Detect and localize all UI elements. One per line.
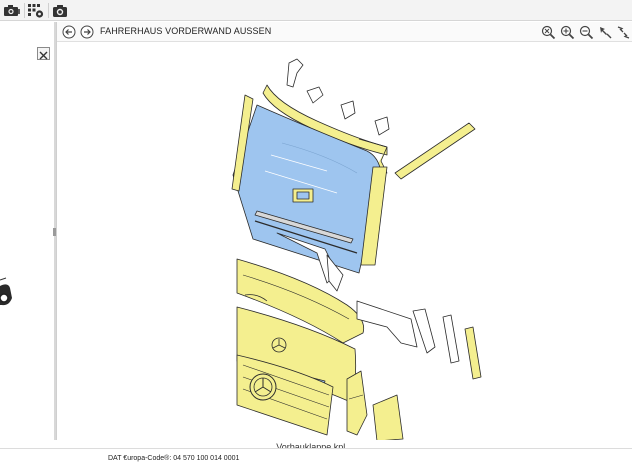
- zoom-out-button[interactable]: [579, 25, 594, 40]
- close-icon: [39, 51, 48, 60]
- part-lamp-panel-left: [346, 370, 368, 436]
- zoom-out-icon: [579, 25, 594, 40]
- part-right-pillar-trim: [360, 166, 388, 266]
- part-wiper-blade: [254, 210, 354, 244]
- part-left-pillar-trim: [231, 94, 254, 192]
- part-side-strip: [464, 326, 482, 380]
- zoom-select-icon: [600, 27, 612, 39]
- zoom-drag-button[interactable]: [616, 25, 631, 40]
- main-toolbar: [0, 0, 632, 21]
- part-right-roof-strip: [394, 122, 476, 180]
- zoom-select-button[interactable]: [598, 25, 613, 40]
- viewer-header: FAHRERHAUS VORDERWAND AUSSEN: [57, 22, 632, 42]
- camera-film-icon: [4, 4, 20, 16]
- back-button[interactable]: [62, 25, 76, 39]
- page-title: FAHRERHAUS VORDERWAND AUSSEN: [100, 26, 272, 36]
- europa-code-text: DAT €uropa-Code®: 04 570 100 014 0001: [108, 455, 240, 462]
- arrow-right-circle-icon: [80, 25, 94, 39]
- left-panel: [0, 22, 54, 440]
- part-cowl-panel: [236, 258, 365, 344]
- parts-diagram: [231, 58, 482, 440]
- toolbar-separator: [48, 3, 49, 18]
- zoom-fit-button[interactable]: [541, 25, 556, 40]
- close-panel-button[interactable]: [37, 47, 50, 60]
- diagram-viewer: FAHRERHAUS VORDERWAND AUSSEN: [56, 22, 632, 452]
- forward-button[interactable]: [80, 25, 94, 39]
- part-roof-trim: [262, 84, 388, 156]
- part-caption: Vorbauklappe kpl.: [276, 442, 348, 452]
- arrow-left-circle-icon: [62, 25, 76, 39]
- zoom-in-icon: [560, 25, 575, 40]
- status-footer: DAT €uropa-Code®: 04 570 100 014 0001: [0, 448, 632, 474]
- zoom-drag-icon: [617, 26, 630, 39]
- camera-film-button[interactable]: [1, 2, 23, 19]
- part-lamp-panel-right: [372, 394, 404, 440]
- zoom-in-button[interactable]: [560, 25, 575, 40]
- camera-button[interactable]: [49, 2, 71, 19]
- zoom-fit-icon: [541, 25, 556, 40]
- toolbar-separator: [24, 3, 25, 18]
- grid-gear-icon: [28, 3, 44, 18]
- camera-icon: [53, 4, 67, 17]
- parts-grid-button[interactable]: [25, 2, 47, 19]
- part-bracket-1: [286, 58, 304, 88]
- part-side-bracket: [356, 300, 418, 348]
- vehicle-thumbnail[interactable]: [0, 272, 16, 312]
- splitter-handle[interactable]: [53, 228, 56, 236]
